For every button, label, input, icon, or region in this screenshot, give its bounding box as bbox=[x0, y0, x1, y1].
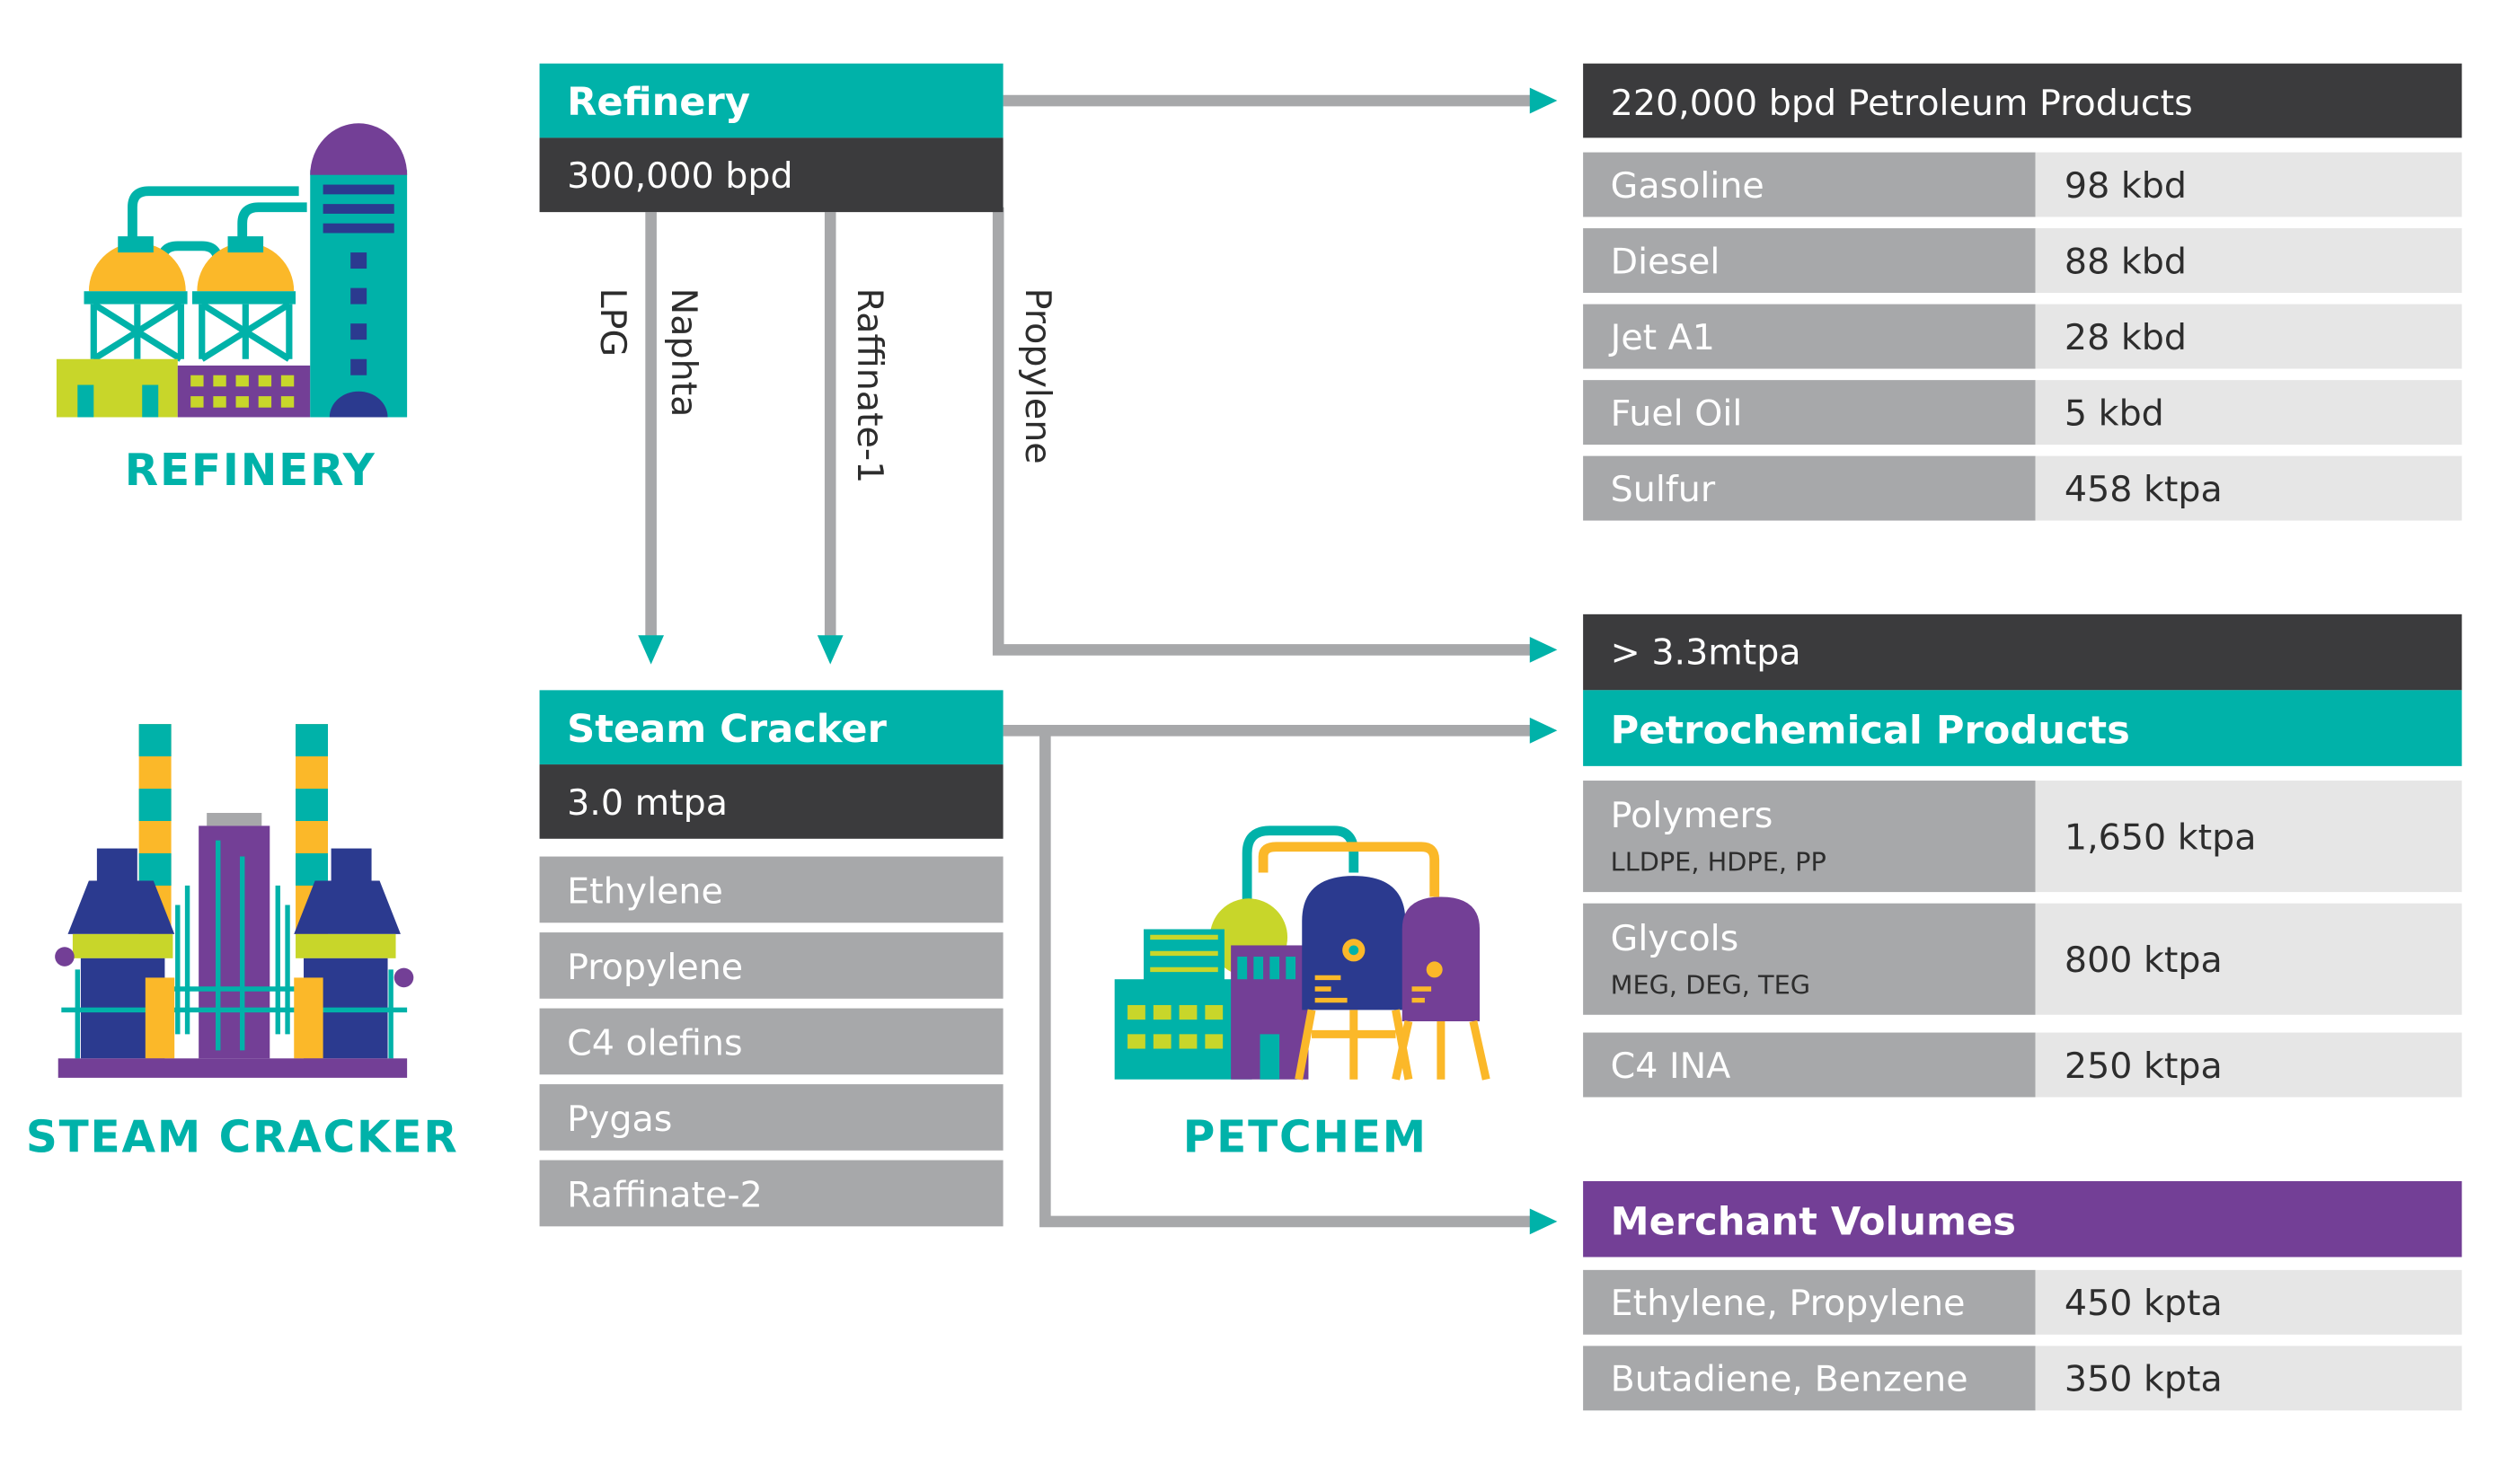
table-row-name: Gasoline bbox=[1611, 165, 1764, 207]
table-row-value: 98 kbd bbox=[2065, 165, 2187, 207]
merchant-volumes-header: Merchant Volumes bbox=[1611, 1199, 2016, 1244]
petchem-label: PETCHEM bbox=[1183, 1113, 1428, 1163]
table-row-name: Glycols bbox=[1611, 918, 1739, 959]
table-name-cell bbox=[1583, 781, 2036, 893]
table-value-cell bbox=[2035, 152, 2463, 217]
petroleum-products-table: 220,000 bpd Petroleum Products bbox=[1583, 63, 2463, 138]
table-value-cell bbox=[2035, 781, 2463, 893]
steam-cracker-product-cell bbox=[539, 1008, 1004, 1075]
table-value-cell bbox=[2035, 455, 2463, 521]
table-row-name: Fuel Oil bbox=[1611, 393, 1743, 434]
steam-cracker-product-cell bbox=[539, 1084, 1004, 1151]
table-value-cell bbox=[2035, 903, 2463, 1015]
table-row-name: Jet A1 bbox=[1608, 317, 1715, 358]
steam-cracker-product: Raffinate-2 bbox=[567, 1175, 763, 1216]
stream-label-naphta: Naphta bbox=[663, 288, 704, 418]
table-value-cell bbox=[2035, 1032, 2463, 1098]
refinery-icon bbox=[56, 123, 408, 418]
table-value-cell bbox=[2035, 380, 2463, 446]
table-name-cell bbox=[1583, 903, 2036, 1015]
petroleum-products-header: 220,000 bpd Petroleum Products bbox=[1611, 83, 2193, 124]
table-row-subtitle: LLDPE, HDPE, PP bbox=[1611, 847, 1826, 878]
stream-label-lpg: LPG bbox=[592, 288, 633, 357]
refinery-box: Refinery 300,000 bpd bbox=[539, 63, 1004, 213]
refinery-capacity: 300,000 bpd bbox=[567, 155, 792, 197]
table-name-cell bbox=[1583, 1346, 2036, 1411]
table-name-cell bbox=[1583, 380, 2036, 446]
petrochemical-header: Petrochemical Products bbox=[1611, 709, 2130, 754]
steam-cracker-capacity: 3.0 mtpa bbox=[567, 782, 728, 824]
table-row-value: 450 kpta bbox=[2065, 1283, 2223, 1324]
steam-cracker-label: STEAM CRACKER bbox=[26, 1113, 459, 1163]
steam-cracker-product-cell bbox=[539, 856, 1004, 923]
steam-cracker-product-cell bbox=[539, 932, 1004, 999]
table-row-value: 1,650 ktpa bbox=[2065, 816, 2257, 858]
table-value-cell bbox=[2035, 228, 2463, 294]
stream-label-raffinate-1: Raffinate-1 bbox=[849, 288, 890, 484]
table-row-name: Ethylene, Propylene bbox=[1611, 1283, 1966, 1324]
steam-cracker-product: C4 olefins bbox=[567, 1023, 742, 1064]
table-name-cell bbox=[1583, 455, 2036, 521]
petchem-icon bbox=[1114, 825, 1490, 1081]
steam-cracker-product: Propylene bbox=[567, 947, 743, 988]
table-value-cell bbox=[2035, 304, 2463, 369]
table-row-value: 88 kbd bbox=[2065, 241, 2187, 282]
table-row-name: Sulfur bbox=[1611, 469, 1716, 510]
steam-cracker-title: Steam Cracker bbox=[567, 707, 887, 752]
petrochemical-total: > 3.3mtpa bbox=[1611, 632, 1801, 674]
table-row-value: 458 ktpa bbox=[2065, 469, 2223, 510]
table-name-cell bbox=[1583, 304, 2036, 369]
table-name-cell bbox=[1583, 1032, 2036, 1098]
petrochemical-products-table: > 3.3mtpa Petrochemical Products bbox=[1583, 613, 2463, 766]
refinery-title: Refinery bbox=[567, 80, 750, 125]
table-row-name: Diesel bbox=[1611, 241, 1720, 282]
table-row-value: 250 ktpa bbox=[2065, 1046, 2223, 1087]
table-value-cell bbox=[2035, 1346, 2463, 1411]
table-row-name: Polymers bbox=[1611, 795, 1773, 836]
table-row-value: 5 kbd bbox=[2065, 393, 2164, 434]
connector-arrows bbox=[638, 87, 1558, 1235]
steam-cracker-product: Ethylene bbox=[567, 871, 723, 913]
table-value-cell bbox=[2035, 1269, 2463, 1335]
table-name-cell bbox=[1583, 1269, 2036, 1335]
merchant-volumes-table: Merchant Volumes bbox=[1583, 1180, 2463, 1258]
stream-label-propylene: Propylene bbox=[1017, 288, 1058, 464]
steam-cracker-product: Pygas bbox=[567, 1099, 672, 1140]
table-name-cell bbox=[1583, 152, 2036, 217]
steam-cracker-product-cell bbox=[539, 1160, 1004, 1227]
table-row-subtitle: MEG, DEG, TEG bbox=[1611, 969, 1810, 1000]
table-name-cell bbox=[1583, 228, 2036, 294]
table-row-value: 800 ktpa bbox=[2065, 940, 2223, 981]
table-row-value: 350 kpta bbox=[2065, 1359, 2223, 1400]
steam-cracker-icon bbox=[55, 724, 414, 1078]
table-row-name: Butadiene, Benzene bbox=[1611, 1359, 1968, 1400]
table-row-value: 28 kbd bbox=[2065, 317, 2187, 358]
steam-cracker-box: Steam Cracker 3.0 mtpa bbox=[539, 690, 1004, 839]
refinery-label: REFINERY bbox=[125, 446, 376, 496]
table-row-name: C4 INA bbox=[1611, 1046, 1731, 1087]
